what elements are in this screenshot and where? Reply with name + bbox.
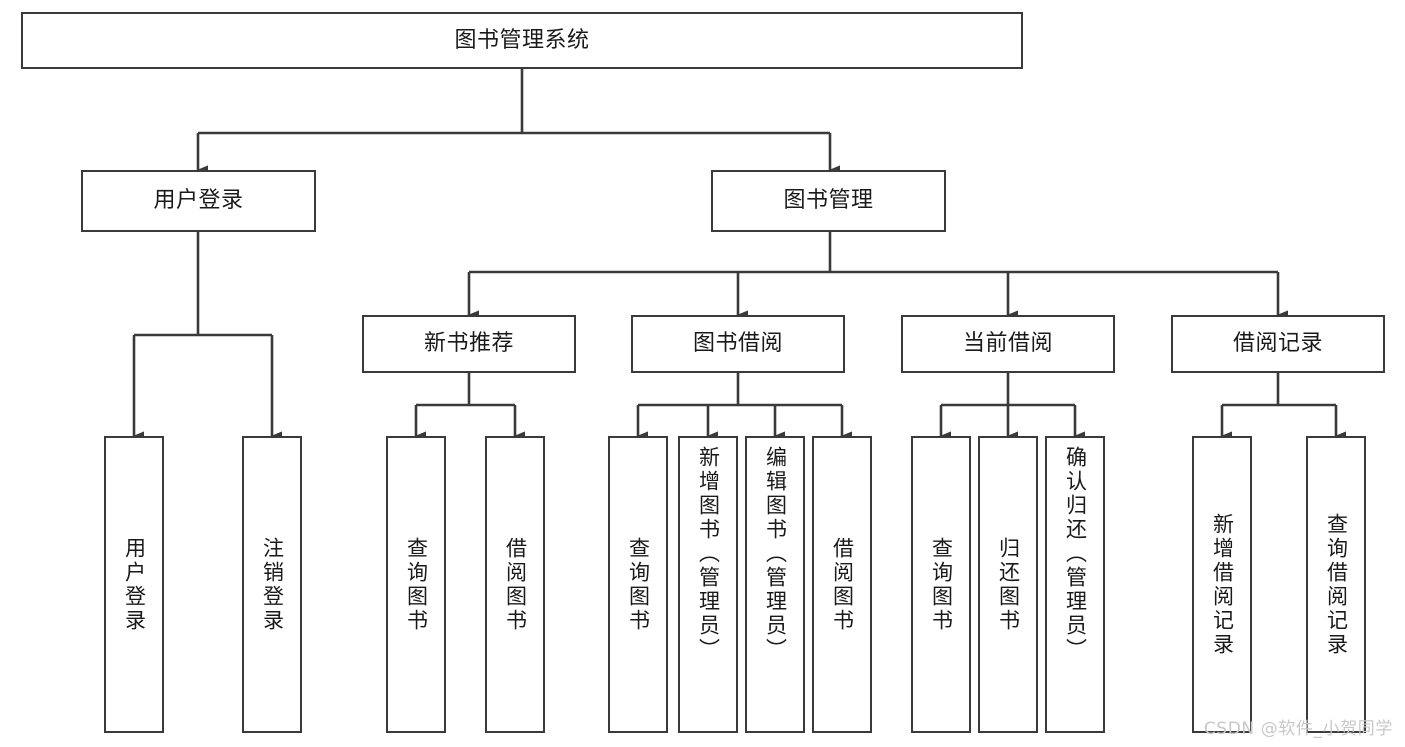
leaf-confirm-return[interactable]: 确认归还（管理员） [1045,436,1105,733]
leaf-add-record-label: 新增借阅记录 [1210,512,1235,657]
leaf-query-book-2[interactable]: 查询图书 [608,436,668,733]
leaf-user-login[interactable]: 用户登录 [104,436,164,733]
node-book-borrow[interactable]: 图书借阅 [631,315,845,373]
leaf-confirm-return-label: 确认归还（管理员） [1063,446,1088,662]
node-root[interactable]: 图书管理系统 [21,12,1023,69]
leaf-query-book-3[interactable]: 查询图书 [911,436,971,733]
node-user-login-label: 用户登录 [153,188,244,214]
leaf-add-book-label: 新增图书（管理员） [696,446,721,662]
leaf-query-record[interactable]: 查询借阅记录 [1306,436,1366,733]
leaf-return-book-label: 归还图书 [996,536,1021,633]
leaf-query-record-label: 查询借阅记录 [1324,512,1349,657]
leaf-query-book-3-label: 查询图书 [929,536,954,633]
leaf-borrow-book-2-label: 借阅图书 [830,536,855,633]
leaf-return-book[interactable]: 归还图书 [978,436,1038,733]
leaf-edit-book[interactable]: 编辑图书（管理员） [745,436,805,733]
node-book-borrow-label: 图书借阅 [692,331,783,357]
node-book-manage-label: 图书管理 [783,188,874,214]
watermark: CSDN @软件_小贺同学 [1203,719,1393,739]
leaf-add-book[interactable]: 新增图书（管理员） [678,436,738,733]
node-borrow-record-label: 借阅记录 [1232,331,1323,357]
leaf-logout-login[interactable]: 注销登录 [242,436,302,733]
node-user-login[interactable]: 用户登录 [81,170,316,232]
node-current-borrow[interactable]: 当前借阅 [901,315,1115,373]
leaf-borrow-book-1[interactable]: 借阅图书 [485,436,545,733]
leaf-query-book-1-label: 查询图书 [404,536,429,633]
node-new-book-recommend[interactable]: 新书推荐 [362,315,576,373]
node-root-label: 图书管理系统 [454,27,590,53]
node-book-manage[interactable]: 图书管理 [711,170,946,232]
leaf-add-record[interactable]: 新增借阅记录 [1192,436,1252,733]
node-borrow-record[interactable]: 借阅记录 [1171,315,1385,373]
leaf-borrow-book-2[interactable]: 借阅图书 [812,436,872,733]
node-current-borrow-label: 当前借阅 [962,331,1053,357]
leaf-borrow-book-1-label: 借阅图书 [503,536,528,633]
leaf-user-login-label: 用户登录 [122,536,147,633]
node-new-book-recommend-label: 新书推荐 [423,331,514,357]
leaf-edit-book-label: 编辑图书（管理员） [763,446,788,662]
leaf-query-book-1[interactable]: 查询图书 [386,436,446,733]
leaf-logout-login-label: 注销登录 [260,536,285,633]
leaf-query-book-2-label: 查询图书 [626,536,651,633]
